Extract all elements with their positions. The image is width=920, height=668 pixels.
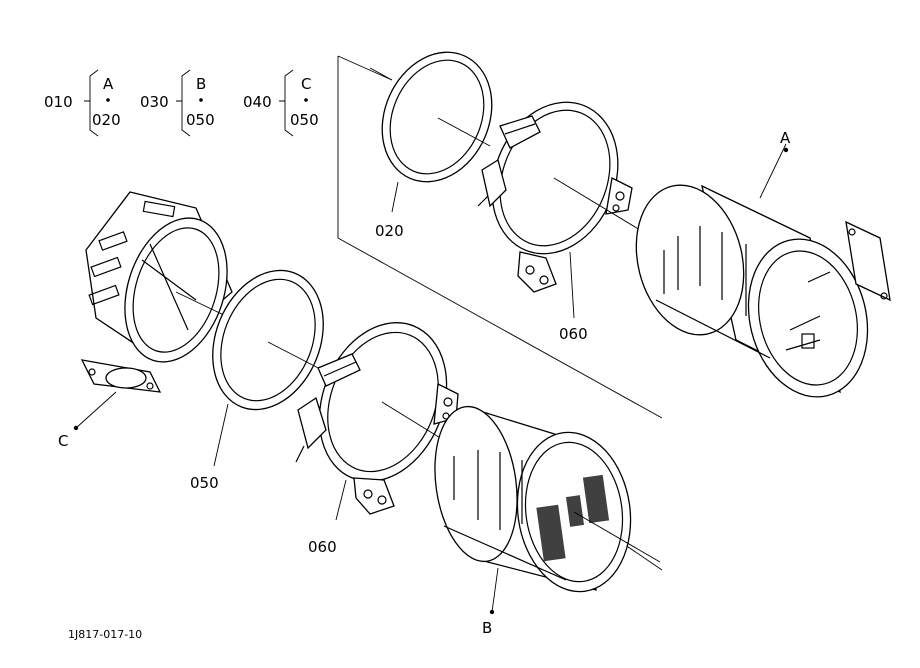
leader-line (267, 341, 327, 373)
callout-060-bottom: 060 (308, 538, 337, 556)
callout-dot (783, 147, 789, 153)
legend-040: 040 C 050 (243, 69, 319, 137)
gasket-ring-050 (212, 269, 324, 411)
leader-line (491, 567, 499, 613)
callout-a: A (780, 129, 791, 147)
leader-line (573, 511, 661, 563)
muffler-body-a (635, 184, 891, 398)
legend-ref-c: C (301, 75, 311, 93)
leader-line (391, 181, 399, 213)
band-clamp-060-top (477, 101, 633, 293)
leader-line (553, 177, 641, 231)
callout-020: 020 (375, 222, 404, 240)
callout-b: B (482, 619, 492, 637)
callout-c: C (58, 432, 68, 450)
legend-030: 030 B 050 (140, 69, 215, 137)
legend-dot (304, 98, 308, 102)
muffler-housing-c (80, 191, 233, 393)
legend-ref-a: A (103, 75, 114, 93)
legend-010: 010 A 020 (44, 69, 121, 137)
legend-bracket (84, 69, 99, 137)
drawing-id: 1J817-017-10 (68, 628, 142, 641)
leader-line (335, 479, 347, 521)
assembly-boundary-left (337, 56, 663, 419)
legend-child-050: 050 (186, 111, 215, 129)
callout-dot (489, 609, 495, 615)
legend-child-050b: 050 (290, 111, 319, 129)
leader-line (75, 391, 117, 429)
band-clamp-060-bottom (295, 322, 459, 515)
leader-line (569, 251, 575, 319)
legend-ref-b: B (196, 75, 206, 93)
legend-bracket (176, 69, 191, 137)
callout-060-top: 060 (559, 325, 588, 343)
legend-parent-030: 030 (140, 93, 169, 111)
legend-dot (106, 98, 110, 102)
legend-parent-040: 040 (243, 93, 272, 111)
callout-050: 050 (190, 474, 219, 492)
leader-line (437, 117, 491, 147)
legend-child-020: 020 (92, 111, 121, 129)
leader-line (759, 143, 787, 199)
legend-bracket (279, 69, 294, 137)
leader-line (369, 67, 393, 81)
callout-dot (73, 425, 79, 431)
legend-parent-010: 010 (44, 93, 73, 111)
assembly-boundary-top (337, 55, 393, 81)
leader-line (213, 403, 229, 467)
legend-dot (199, 98, 203, 102)
gasket-ring-020 (381, 51, 493, 183)
leader-line (175, 291, 231, 319)
muffler-body-b (434, 405, 632, 593)
